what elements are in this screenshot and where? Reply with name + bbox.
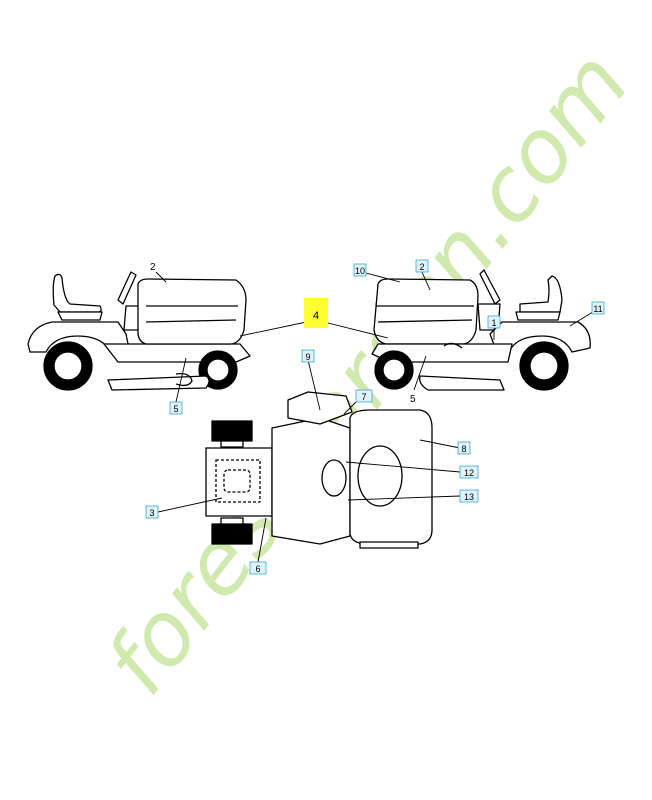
callout-8[interactable]: 10 [353, 263, 367, 277]
svg-text:10: 10 [355, 266, 365, 276]
callout-4[interactable]: 4 [304, 298, 328, 328]
svg-text:3: 3 [149, 508, 154, 518]
callout-5-right: 5 [410, 394, 416, 405]
callout-1[interactable]: 1 [487, 315, 501, 329]
callout-10[interactable]: 12 [459, 465, 479, 479]
svg-text:8: 8 [461, 444, 466, 454]
svg-text:11: 11 [593, 304, 602, 314]
callout-2-left: 2 [150, 262, 156, 273]
callout-7[interactable]: 9 [301, 349, 315, 363]
callout-13[interactable]: 13 [459, 489, 479, 503]
tractor-left-side-view [27, 271, 251, 391]
svg-text:1: 1 [491, 318, 496, 328]
svg-text:9: 9 [305, 352, 310, 362]
svg-text:7: 7 [361, 392, 366, 402]
tractor-right-side-view [371, 269, 591, 391]
callout-3[interactable]: 3 [145, 505, 159, 519]
tractor-top-view [205, 391, 433, 549]
svg-text:5: 5 [173, 404, 178, 414]
callout-9[interactable]: 11 [591, 301, 605, 315]
callout-6[interactable]: 8 [457, 441, 471, 455]
callout-12[interactable]: 6 [249, 561, 267, 575]
svg-text:12: 12 [464, 468, 474, 478]
svg-text:6: 6 [255, 564, 260, 574]
callout-5-left[interactable]: 5 [169, 401, 183, 415]
callout-11[interactable]: 7 [355, 389, 373, 403]
callout-2-right[interactable]: 2 [415, 259, 429, 273]
svg-text:13: 13 [464, 492, 474, 502]
svg-text:2: 2 [419, 262, 424, 272]
svg-text:4: 4 [313, 310, 319, 322]
